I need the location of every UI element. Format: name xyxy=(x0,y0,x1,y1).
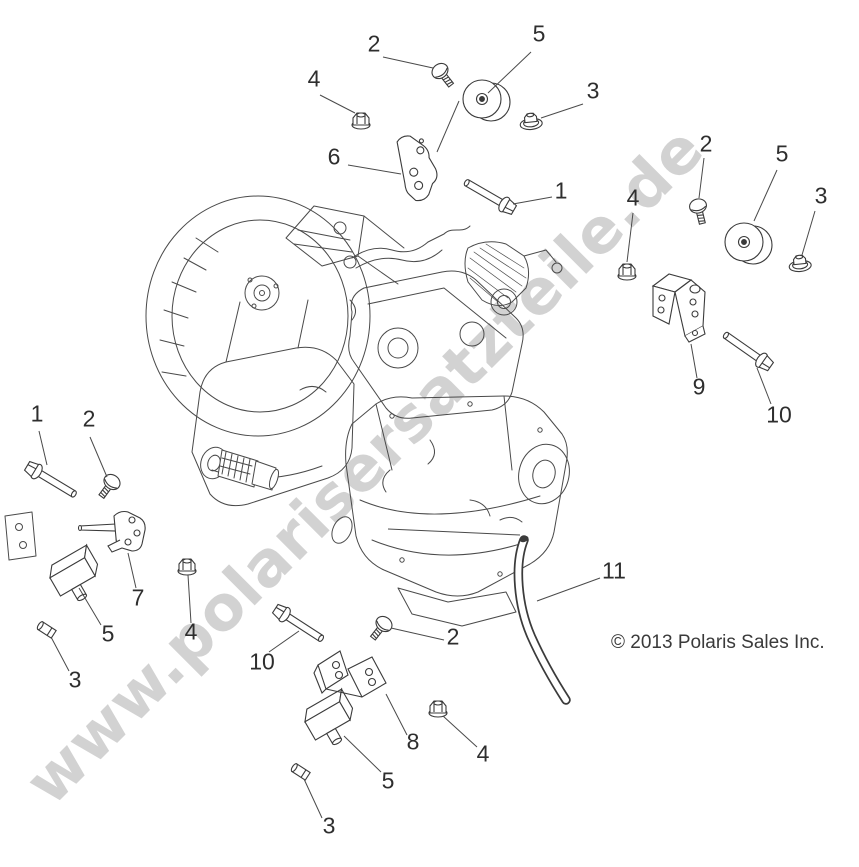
carriage-screw-top xyxy=(428,59,459,91)
callout-label: 4 xyxy=(476,740,490,767)
flange-nut-left xyxy=(177,558,197,576)
engine-transmission-sketch xyxy=(4,195,570,627)
callout-label: 3 xyxy=(814,182,828,209)
flange-nut-bottom xyxy=(428,700,448,718)
mount-bracket-left xyxy=(77,510,146,553)
callout-label: 9 xyxy=(692,373,706,400)
callout-label: 2 xyxy=(82,405,96,432)
callout-label: 6 xyxy=(327,143,341,170)
callout-label: 5 xyxy=(381,767,395,794)
callout-label: 1 xyxy=(554,177,568,204)
callout-label: 5 xyxy=(775,140,789,167)
callout-label: 2 xyxy=(699,130,713,157)
engine-bracket-right xyxy=(651,273,706,343)
flange-bolt-right xyxy=(719,327,776,374)
callout-label: 2 xyxy=(446,623,460,650)
flange-bolt-left xyxy=(22,458,81,503)
vent-hose xyxy=(513,535,571,705)
stud-bottom xyxy=(289,762,311,781)
callout-label: 4 xyxy=(626,184,640,211)
flange-nut-right xyxy=(617,263,637,281)
callout-label: 5 xyxy=(101,620,115,647)
rubber-mount-left xyxy=(44,544,110,609)
callout-label: 11 xyxy=(602,557,626,584)
callout-label: 4 xyxy=(184,618,198,645)
callout-label: 4 xyxy=(307,65,321,92)
leader-lines xyxy=(38,51,816,819)
callout-label: 2 xyxy=(367,30,381,57)
callout-label: 10 xyxy=(766,401,792,428)
callout-label: 10 xyxy=(249,648,275,675)
callout-label: 3 xyxy=(586,77,600,104)
isolator-disc-right xyxy=(724,222,773,265)
flange-nut-top xyxy=(351,112,371,130)
carriage-screw-bottom xyxy=(365,612,396,644)
callout-label: 3 xyxy=(68,666,82,693)
lock-nut-right xyxy=(787,253,813,274)
lock-nut-top xyxy=(518,111,544,132)
callout-label: 1 xyxy=(30,400,44,427)
hardware-parts xyxy=(22,59,813,781)
carriage-screw-left xyxy=(93,470,124,503)
callout-label: 8 xyxy=(406,728,420,755)
callout-label: 7 xyxy=(131,584,145,611)
callout-label: 3 xyxy=(322,812,336,839)
isolator-disc-top xyxy=(462,79,511,122)
callout-label: 5 xyxy=(532,20,546,47)
carriage-screw-right xyxy=(687,196,712,227)
copyright-notice: © 2013 Polaris Sales Inc. xyxy=(611,632,825,653)
engine-bracket-bottom xyxy=(313,650,387,698)
mount-bracket-top xyxy=(396,135,438,202)
flange-bolt-top xyxy=(460,174,519,218)
watermark-text: www.polarisersatzteile.de xyxy=(11,112,717,818)
stud-left xyxy=(35,620,57,639)
rubber-mount-bottom xyxy=(299,688,365,753)
flange-bolt-bottom xyxy=(270,601,328,647)
